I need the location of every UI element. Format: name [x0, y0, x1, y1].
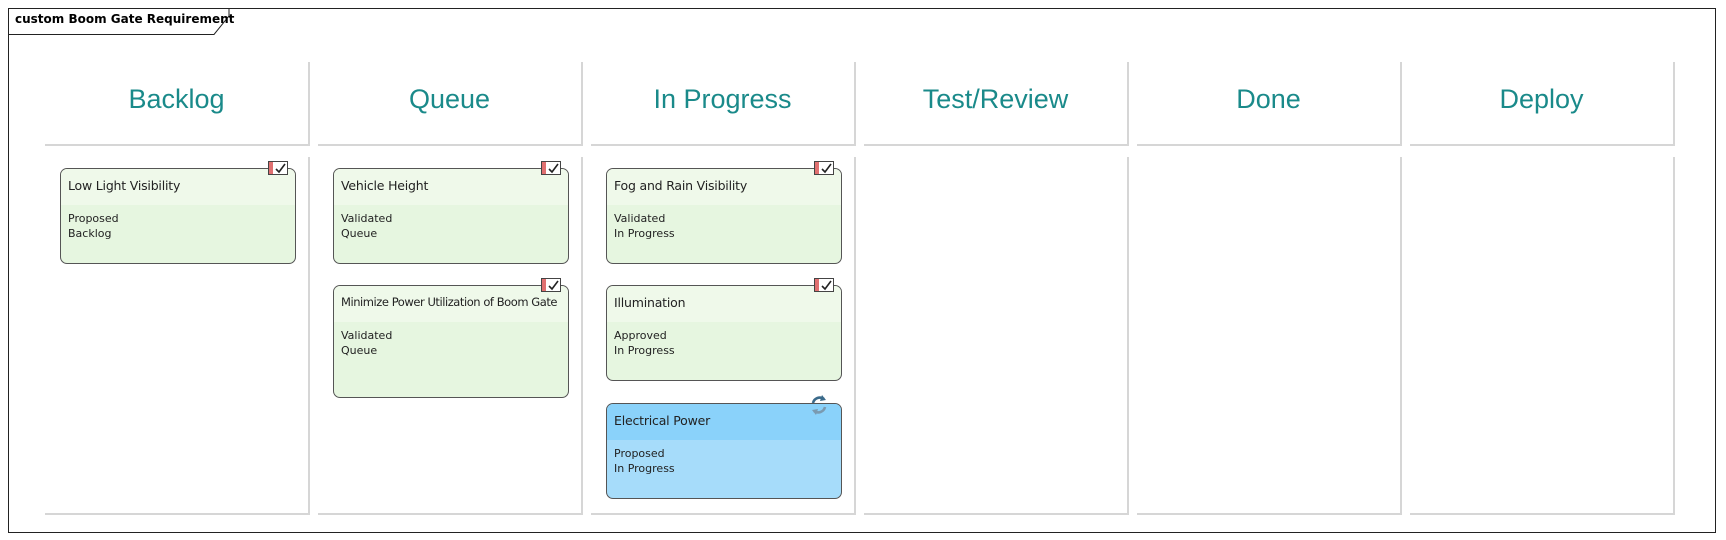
column-lane-done[interactable]: [1137, 157, 1402, 515]
requirement-card[interactable]: Low Light Visibility Proposed Backlog: [60, 161, 296, 264]
card-phase: In Progress: [614, 462, 675, 475]
card-phase: Queue: [341, 344, 378, 357]
card-name: Vehicle Height: [334, 169, 568, 205]
column-lane-queue[interactable]: [318, 157, 583, 515]
card-phase: In Progress: [614, 344, 675, 357]
requirement-card[interactable]: Fog and Rain Visibility Validated In Pro…: [606, 161, 842, 264]
column-lane-in-progress[interactable]: [591, 157, 856, 515]
card-name: Fog and Rain Visibility: [607, 169, 841, 205]
column-title: In Progress: [653, 84, 792, 114]
requirement-card[interactable]: Minimize Power Utilization of Boom Gate …: [333, 278, 569, 398]
column-header-deploy[interactable]: Deploy: [1410, 62, 1675, 146]
card-phase: In Progress: [614, 227, 675, 240]
card-status: Proposed: [68, 212, 119, 225]
card-status: Validated: [341, 329, 393, 342]
card-name: Electrical Power: [607, 404, 841, 440]
card-phase: Backlog: [68, 227, 112, 240]
card-name: Illumination: [607, 286, 841, 322]
requirement-icon: [814, 278, 834, 292]
requirement-card[interactable]: Electrical Power Proposed In Progress: [606, 395, 842, 499]
column-title: Deploy: [1499, 84, 1584, 114]
card-status: Approved: [614, 329, 667, 342]
column-lane-backlog[interactable]: [45, 157, 310, 515]
sync-icon: [811, 395, 827, 415]
column-title: Queue: [408, 84, 491, 114]
requirement-card[interactable]: Illumination Approved In Progress: [606, 278, 842, 381]
card-name: Low Light Visibility: [61, 169, 295, 205]
column-lane-deploy[interactable]: [1410, 157, 1675, 515]
column-header-done[interactable]: Done: [1137, 62, 1402, 146]
card-phase: Queue: [341, 227, 378, 240]
card-name: Minimize Power Utilization of Boom Gate: [334, 286, 568, 322]
requirement-card[interactable]: Vehicle Height Validated Queue: [333, 161, 569, 264]
diagram-frame: [8, 8, 1716, 533]
column-header-test-review[interactable]: Test/Review: [864, 62, 1129, 146]
column-header-in-progress[interactable]: In Progress: [591, 62, 856, 146]
card-status: Validated: [614, 212, 666, 225]
column-title: Done: [1236, 84, 1301, 114]
card-status: Validated: [341, 212, 393, 225]
requirement-icon: [268, 161, 288, 175]
column-title: Test/Review: [922, 84, 1069, 114]
requirement-icon: [541, 278, 561, 292]
column-title: Backlog: [128, 84, 225, 114]
requirement-icon: [814, 161, 834, 175]
card-status: Proposed: [614, 447, 665, 460]
diagram-title: custom Boom Gate Requirement: [15, 12, 235, 26]
requirement-icon: [541, 161, 561, 175]
column-header-queue[interactable]: Queue: [318, 62, 583, 146]
column-lane-test-review[interactable]: [864, 157, 1129, 515]
column-header-backlog[interactable]: Backlog: [45, 62, 310, 146]
